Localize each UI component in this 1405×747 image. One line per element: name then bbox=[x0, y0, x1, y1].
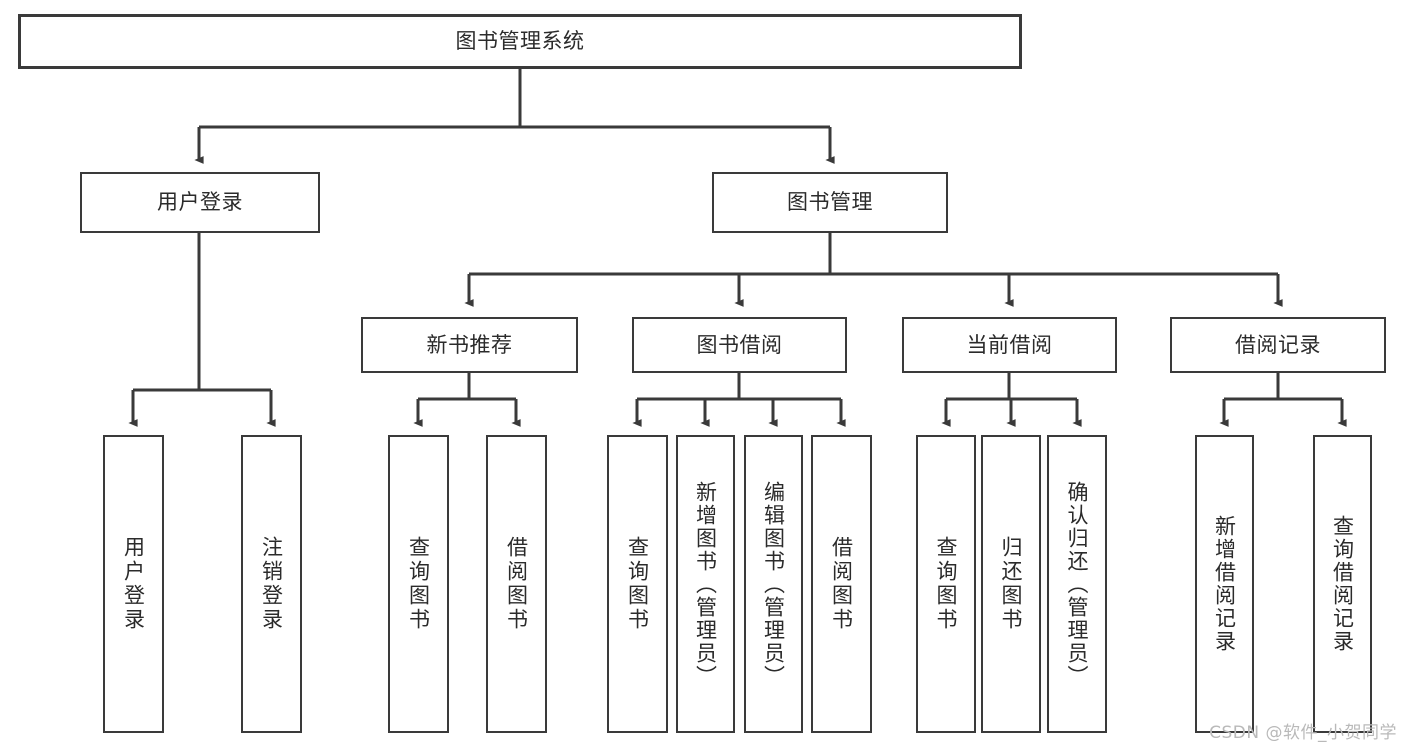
leaf-edit-book-admin[interactable]: 编辑图书（管理员） bbox=[744, 435, 803, 733]
node-label: 当前借阅 bbox=[966, 332, 1053, 357]
leaf-borrow-book[interactable]: 借阅图书 bbox=[811, 435, 872, 733]
node-label: 借阅图书 bbox=[829, 536, 854, 632]
node-label: 图书管理 bbox=[787, 190, 873, 215]
node-label: 图书借阅 bbox=[696, 332, 783, 357]
leaf-add-book-admin[interactable]: 新增图书（管理员） bbox=[676, 435, 735, 733]
leaf-query-book-current[interactable]: 查询图书 bbox=[916, 435, 976, 733]
node-new-book-recommendation[interactable]: 新书推荐 bbox=[361, 317, 578, 373]
node-root-book-management-system[interactable]: 图书管理系统 bbox=[18, 14, 1022, 69]
leaf-query-book-recommend[interactable]: 查询图书 bbox=[388, 435, 449, 733]
leaf-query-borrow-record[interactable]: 查询借阅记录 bbox=[1313, 435, 1372, 733]
leaf-add-borrow-record[interactable]: 新增借阅记录 bbox=[1195, 435, 1254, 733]
node-label: 查询图书 bbox=[406, 536, 431, 632]
node-label: 查询图书 bbox=[625, 536, 650, 632]
node-current-borrowing[interactable]: 当前借阅 bbox=[902, 317, 1117, 373]
node-label: 注销登录 bbox=[259, 536, 284, 632]
node-borrowing-record[interactable]: 借阅记录 bbox=[1170, 317, 1386, 373]
node-label: 新书推荐 bbox=[426, 332, 513, 357]
leaf-borrow-book-recommend[interactable]: 借阅图书 bbox=[486, 435, 547, 733]
leaf-logout[interactable]: 注销登录 bbox=[241, 435, 302, 733]
node-label: 借阅图书 bbox=[504, 536, 529, 632]
node-label: 查询借阅记录 bbox=[1330, 515, 1355, 653]
node-book-borrowing[interactable]: 图书借阅 bbox=[632, 317, 847, 373]
node-label: 借阅记录 bbox=[1235, 332, 1321, 357]
node-label: 查询图书 bbox=[934, 536, 959, 632]
csdn-watermark: CSDN @软件_小贺同学 bbox=[1209, 723, 1397, 743]
node-label: 用户登录 bbox=[157, 190, 243, 215]
node-label: 新增图书（管理员） bbox=[693, 480, 718, 688]
node-label: 确认归还（管理员） bbox=[1065, 480, 1090, 688]
node-user-login[interactable]: 用户登录 bbox=[80, 172, 320, 233]
node-label: 用户登录 bbox=[121, 536, 146, 632]
leaf-return-book[interactable]: 归还图书 bbox=[981, 435, 1041, 733]
node-book-management[interactable]: 图书管理 bbox=[712, 172, 948, 233]
leaf-query-book-borrow[interactable]: 查询图书 bbox=[607, 435, 668, 733]
node-label: 归还图书 bbox=[999, 536, 1024, 632]
node-label: 新增借阅记录 bbox=[1212, 515, 1237, 653]
leaf-confirm-return-admin[interactable]: 确认归还（管理员） bbox=[1047, 435, 1107, 733]
node-label: 图书管理系统 bbox=[455, 29, 585, 54]
node-label: 编辑图书（管理员） bbox=[761, 480, 786, 688]
leaf-user-login[interactable]: 用户登录 bbox=[103, 435, 164, 733]
